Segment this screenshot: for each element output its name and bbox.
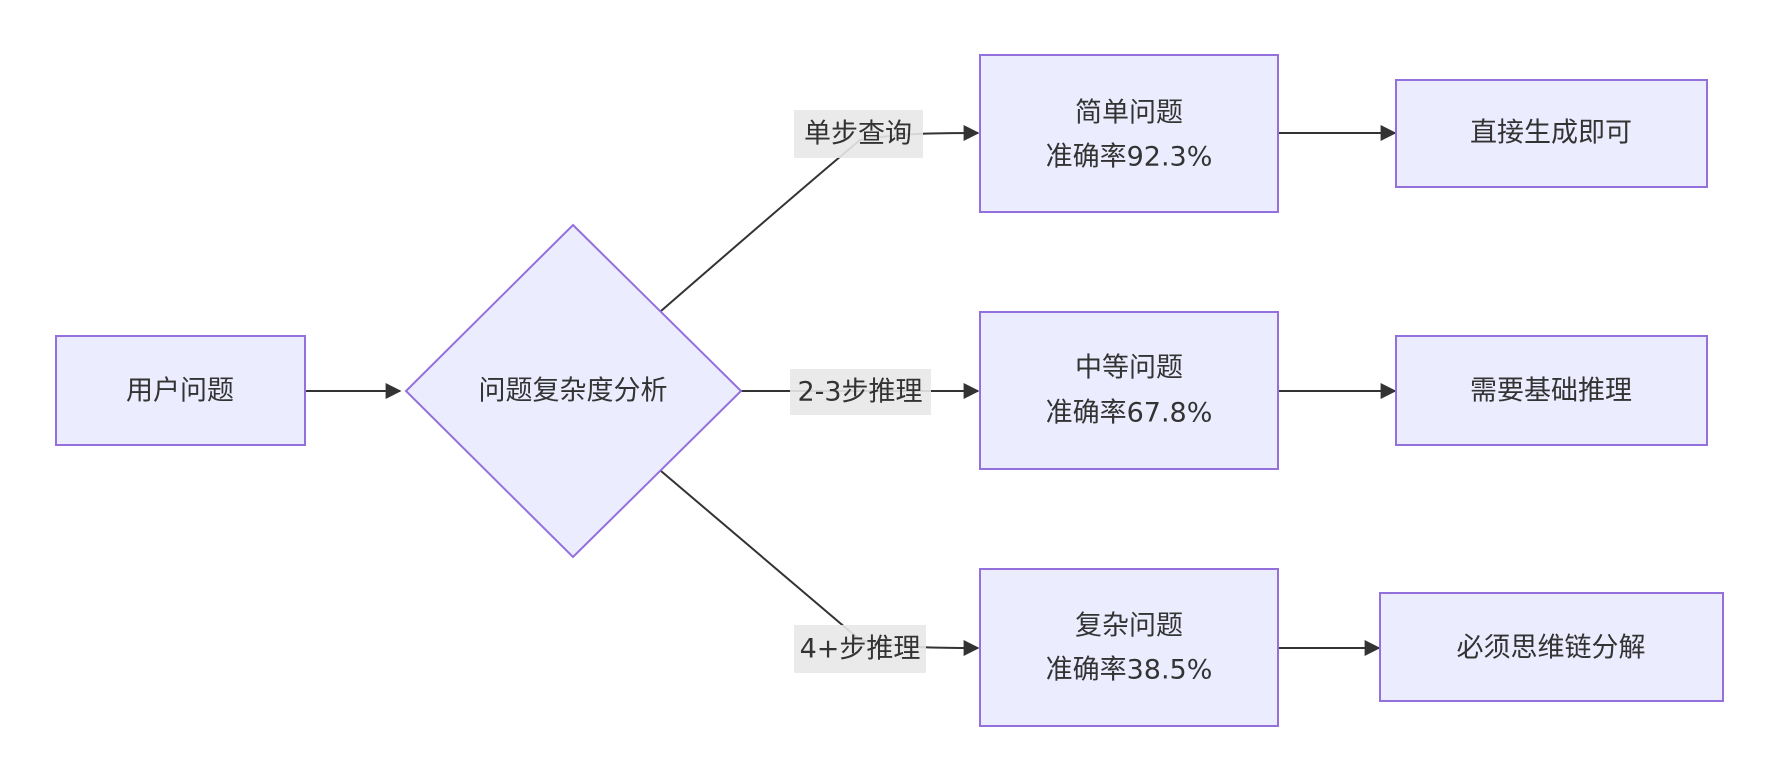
node-simple-question-accuracy: 准确率92.3% [1046,142,1213,173]
node-user-question: 用户问题 [55,335,306,446]
node-simple-question: 简单问题 准确率92.3% [979,54,1279,213]
edge-label-four-plus-steps: 4+步推理 [800,634,921,665]
edge-analysis-to-simple [660,125,980,312]
node-complexity-analysis-label: 问题复杂度分析 [479,376,668,407]
edge-label-bg-four-plus-steps [794,625,926,673]
edge-analysis-to-complex [660,470,980,656]
node-cot-decompose-label: 必须思维链分解 [1457,633,1646,664]
node-user-question-label: 用户问题 [126,376,234,407]
edge-label-bg-single-step [794,110,923,158]
edge-labels: 单步查询 2-3步推理 4+步推理 [790,110,931,673]
node-cot-decompose: 必须思维链分解 [1379,592,1724,702]
edge-label-bg-two-three-steps [790,369,931,415]
nodes: 用户问题 问题复杂度分析 简单问题 准确率92.3% 中等问题 准确率67.8%… [55,54,1724,727]
node-complex-question: 复杂问题 准确率38.5% [979,568,1279,727]
node-direct-generate-label: 直接生成即可 [1470,118,1632,149]
node-medium-question-accuracy: 准确率67.8% [1046,398,1213,429]
node-medium-question: 中等问题 准确率67.8% [979,311,1279,470]
node-complex-question-accuracy: 准确率38.5% [1046,655,1213,686]
edge-label-single-step: 单步查询 [804,119,912,150]
node-direct-generate: 直接生成即可 [1395,79,1708,188]
node-basic-reasoning: 需要基础推理 [1395,335,1708,446]
node-complexity-analysis: 问题复杂度分析 [404,223,743,559]
node-medium-question-line1: 中等问题 [1075,353,1183,384]
node-complex-question-line1: 复杂问题 [1075,611,1183,642]
node-simple-question-line1: 简单问题 [1075,98,1183,129]
node-basic-reasoning-label: 需要基础推理 [1470,376,1632,407]
edge-label-two-three-steps: 2-3步推理 [797,377,922,408]
